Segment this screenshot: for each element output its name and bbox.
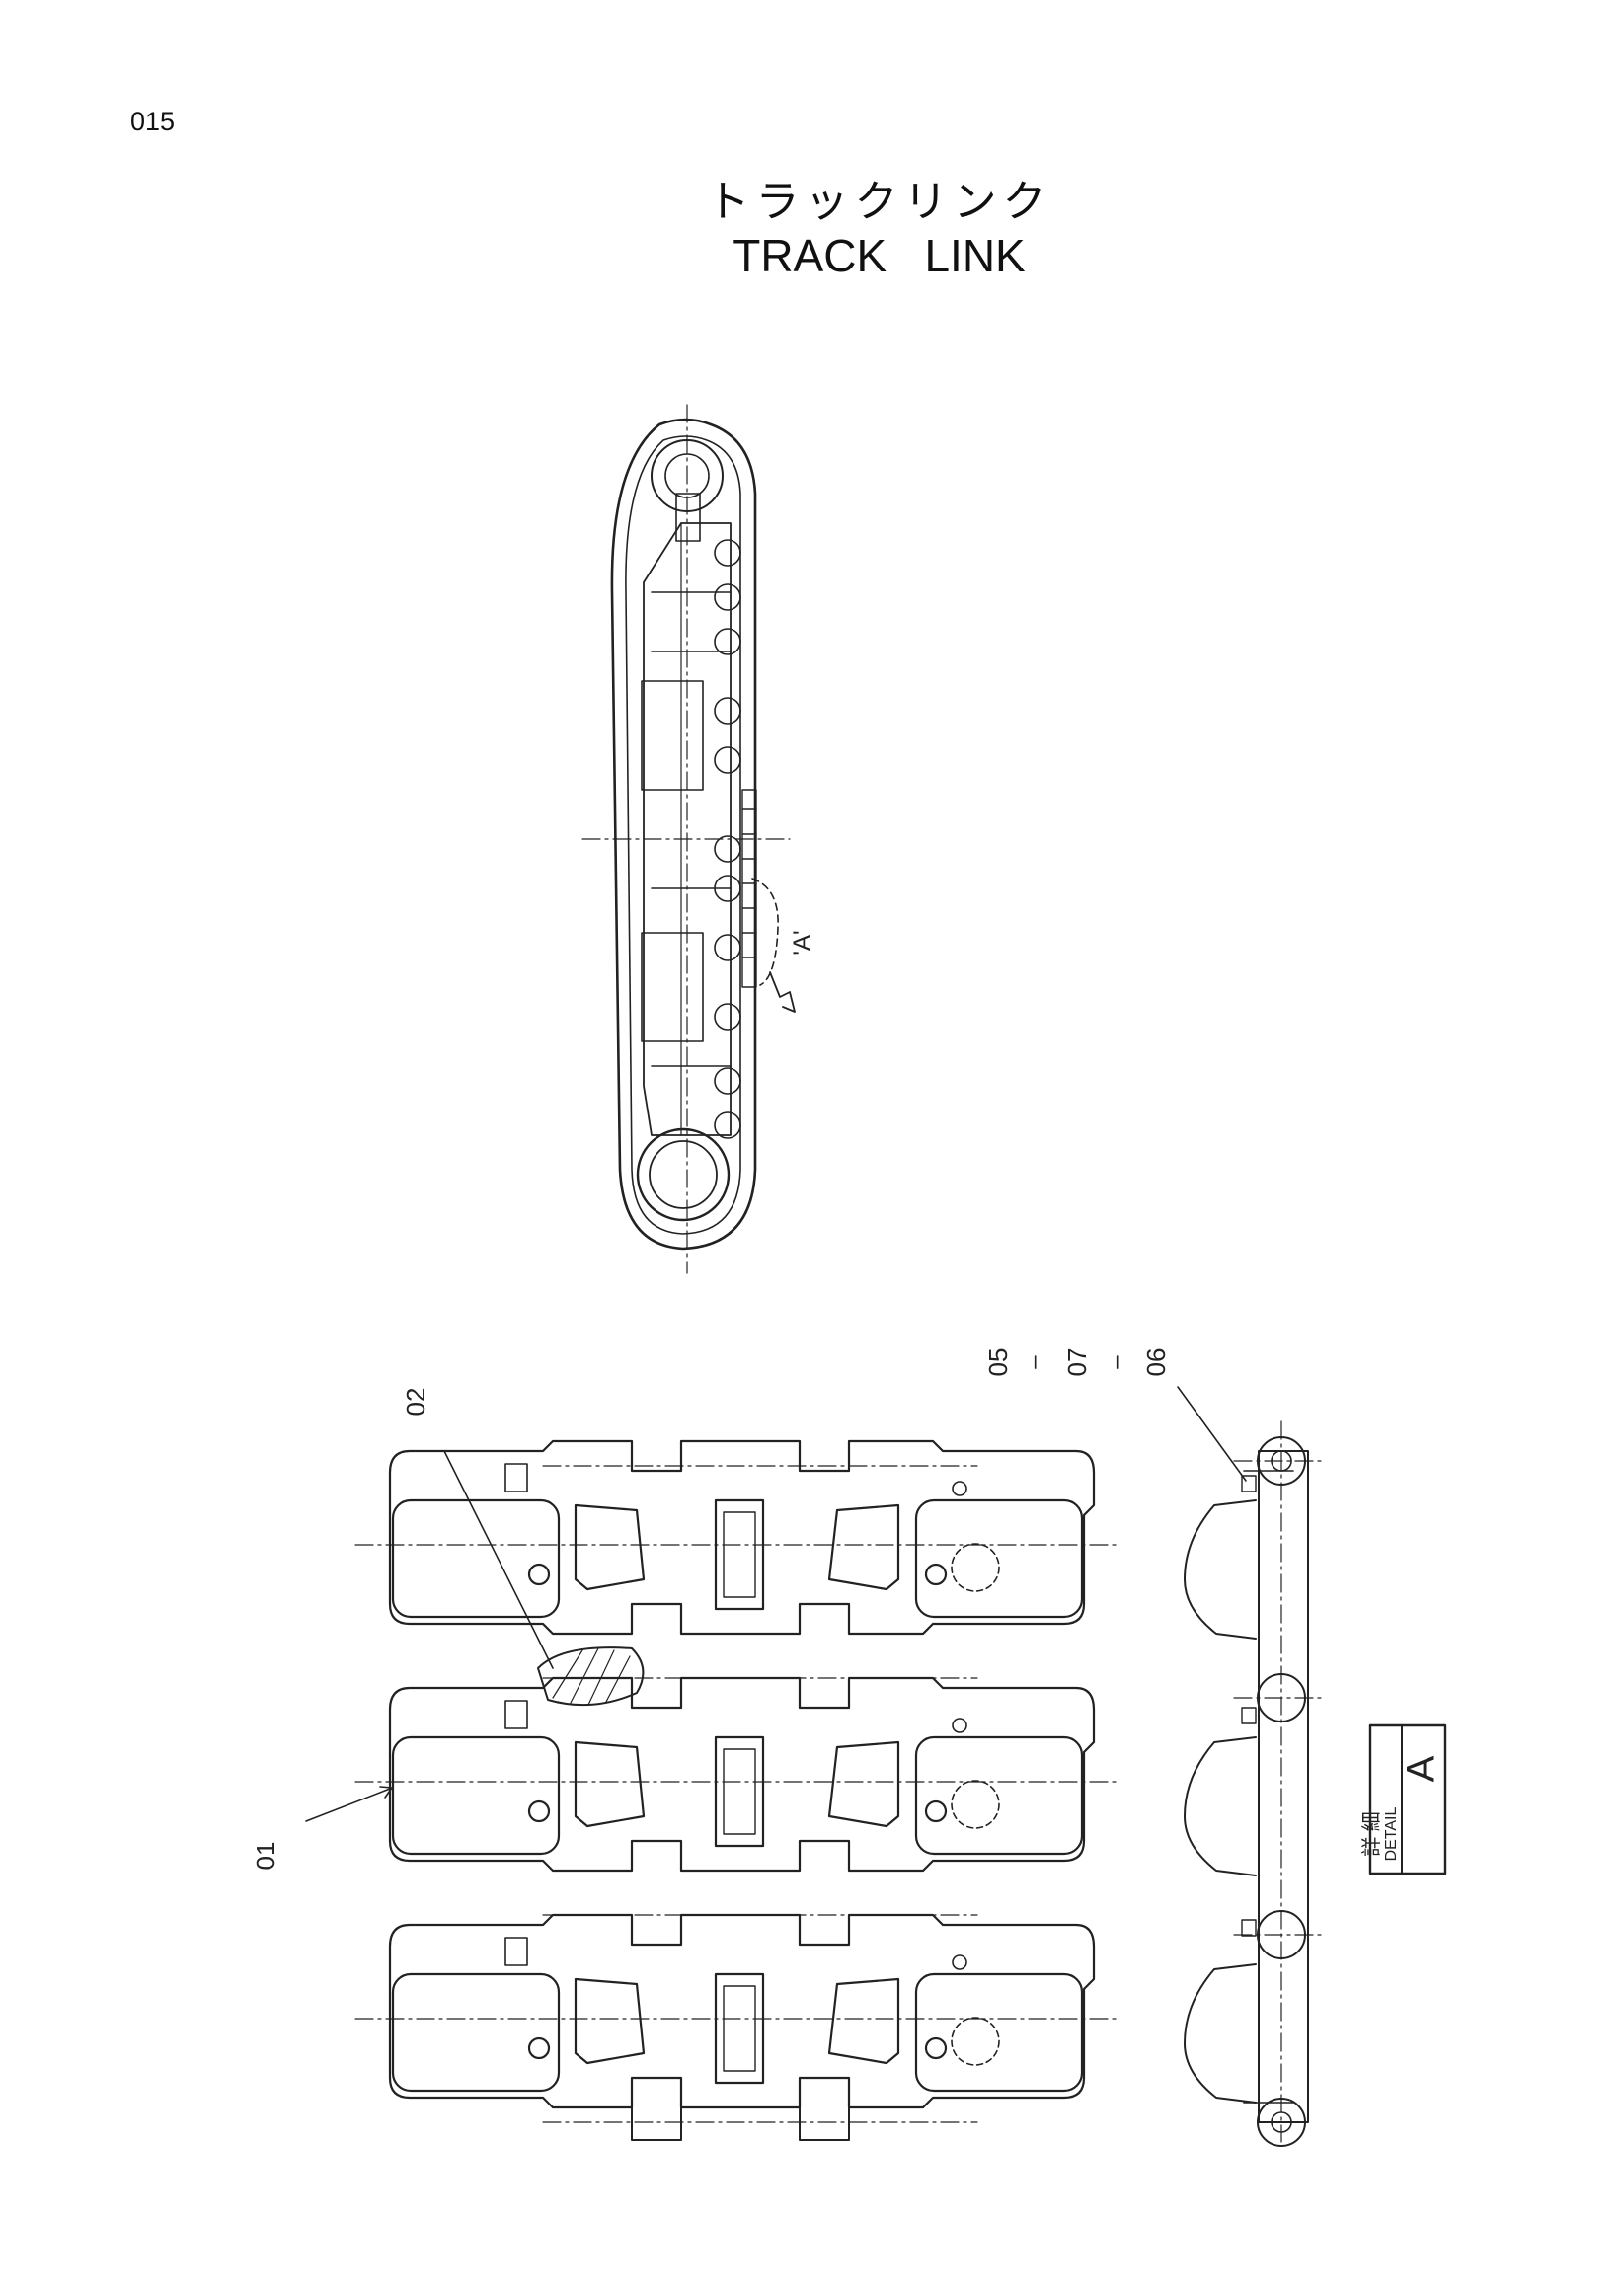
track-shoe-plate xyxy=(388,1676,1096,1873)
page-title-english: TRACK LINK xyxy=(733,230,1026,281)
detail-label-english: DETAIL xyxy=(1383,1806,1400,1861)
detail-label-japanese: 詳 細 xyxy=(1360,1811,1383,1857)
callout-separator: – xyxy=(1021,1355,1047,1369)
part-number-01: 01 xyxy=(251,1842,280,1871)
track-shoe-side-view: 05 – 07 – 06 xyxy=(983,1348,1324,2147)
track-frame-side-view: 'A' xyxy=(581,404,815,1274)
page-number: 015 xyxy=(130,107,176,136)
detail-a-box: 詳 細 DETAIL A xyxy=(1360,1723,1447,1875)
part-number-05: 05 xyxy=(983,1348,1013,1377)
part-number-06: 06 xyxy=(1141,1348,1171,1377)
track-shoe-plate xyxy=(388,1913,1096,2109)
page-title-japanese: トラックリンク xyxy=(706,177,1052,227)
detail-a-view-label: 'A' xyxy=(789,930,815,955)
track-shoe-plate xyxy=(388,1439,1096,1636)
part-number-07: 07 xyxy=(1062,1348,1092,1377)
track-shoe-plan-view: 02 01 xyxy=(251,1388,1117,2141)
detail-letter: A xyxy=(1400,1755,1443,1782)
part-number-02: 02 xyxy=(401,1388,430,1416)
callout-separator: – xyxy=(1103,1355,1129,1369)
